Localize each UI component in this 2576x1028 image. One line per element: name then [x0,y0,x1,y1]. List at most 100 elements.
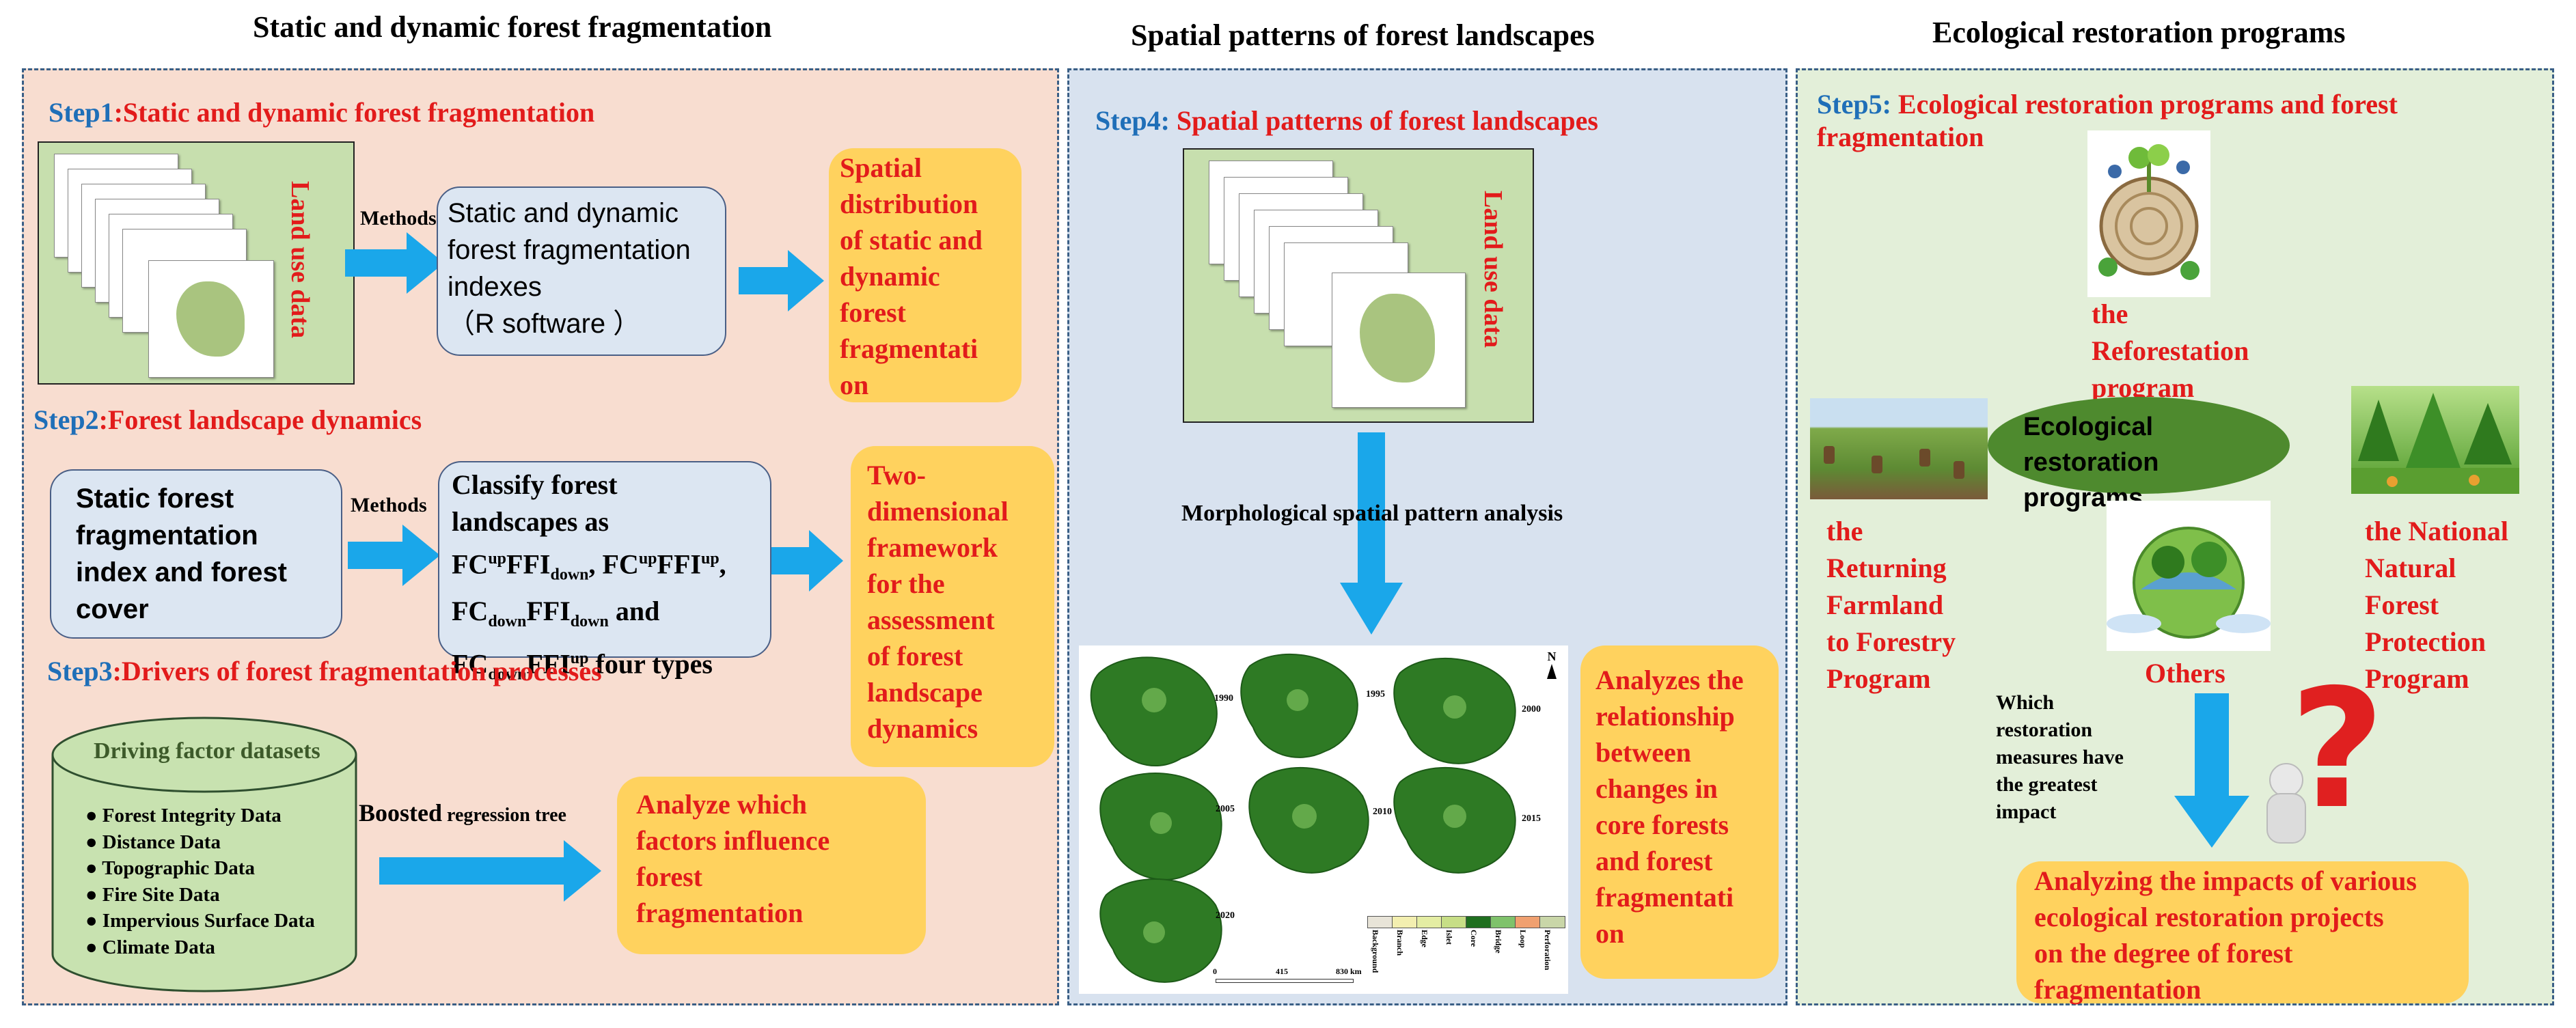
restoration-impacts-output: Analyzing the impacts of various ecologi… [2016,861,2469,1005]
legend-label: Edge [1420,930,1429,948]
step4-text: Spatial patterns of forest landscapes [1176,105,1598,136]
brt-end: tree [530,805,566,826]
comma: , [719,548,726,580]
fragmentation-indexes-box: Static and dynamic forest fragmentation … [437,186,726,356]
question-mark-icon: ? [2262,667,2385,852]
legend-swatch [1416,916,1442,928]
reforestation-illustration [2087,130,2210,297]
legend-swatch [1367,916,1393,928]
dataset-item: ● Distance Data [85,831,221,853]
methods-label-2: Methods [351,494,427,516]
sup-up: up [570,650,589,668]
classify-line: landscapes as [452,506,609,537]
output-line: on [840,370,869,400]
datasets-title: Driving factor datasets [94,738,320,764]
ffi-text: FFI [526,648,571,680]
legend-label: Perforation [1543,930,1552,971]
output-line: on the degree of forest [2034,938,2293,969]
driving-factor-datasets-cylinder: Driving factor datasets ● Forest Integri… [50,714,359,995]
output-line: dynamic [840,261,940,292]
input-line: index and forest [76,557,287,587]
legend-swatch [1515,916,1541,928]
output-line: dynamics [867,713,978,744]
globe-trees-icon [2107,527,2271,639]
sub-down: down [550,566,589,584]
output-line: changes in [1595,773,1718,804]
map-sheet-front [148,260,274,378]
step5-sep: : [1882,89,1891,120]
brt-big: Boosted [359,799,443,826]
classify-types-line-2: FCdownFFIdown and [452,593,758,640]
legend-label: Core [1469,930,1479,947]
land-use-label: Land use data [286,181,314,339]
output-line: forest [636,861,702,892]
cylinder-shape [51,717,357,992]
arrow-step2-methods [348,525,440,586]
legend-swatch [1539,916,1565,928]
scale-label: 415 [1276,967,1288,976]
step4-number: Step4 [1095,105,1161,136]
legend-label: Branch [1395,930,1405,956]
output-line: Spatial [840,152,922,183]
earth-globe-illustration [2107,501,2271,651]
step1-text: Static and dynamic forest fragmentation [122,97,595,128]
scale-bar-line [1216,979,1354,983]
mspa-result-maps: 1990 1995 2000 2005 2010 2015 2020 N Bac… [1079,645,1568,994]
step5-text: Ecological restoration programs and fore… [1897,89,2398,120]
brt-small: regression [442,805,530,826]
year-label: 2020 [1216,911,1235,921]
output-line: Two- [867,460,926,490]
fc-text: FC [452,548,489,580]
dataset-item: ● Forest Integrity Data [85,805,282,826]
influence-factors-output: Analyze which factors influence forest f… [617,777,926,954]
scale-bar: 0 415 830 km [1213,967,1362,990]
mspa-label: Morphological spatial pattern analysis [1181,501,1563,526]
header-restoration: Ecological restoration programs [1932,16,2346,49]
province-shape [1360,294,1435,383]
panel-fragmentation: Step1: Static and dynamic forest fragment… [22,68,1059,1005]
boosted-regression-tree-label: Boosted regression tree [359,798,566,827]
classify-line: Classify forest [452,469,618,500]
arrow-step3-output [379,840,601,902]
datasets-list: ● Forest Integrity Data ● Distance Data … [85,803,315,960]
year-label: 2010 [1373,807,1392,817]
indexes-line: indexes [448,272,542,302]
output-line: fragmentati [840,333,978,364]
step1-number: Step1 [49,97,114,128]
step1-title: Step1:Static and dynamic forest fragment… [49,96,594,128]
indexes-line: （R software ） [448,309,641,339]
figure-body [2266,793,2306,844]
dataset-item: ● Topographic Data [85,857,255,879]
legend-label: Background [1371,930,1380,973]
input-line: cover [76,594,149,624]
step3-sep: : [112,656,122,686]
output-line: assessment [867,605,995,635]
step5-title: Step5: Ecological restoration programs a… [1817,88,2541,154]
year-label: 2015 [1522,814,1541,824]
input-line: fragmentation [76,520,258,551]
four-types-text: four types [588,648,713,680]
output-line: for the [867,568,945,599]
arrow-step1-output [739,250,824,311]
step3-text: Drivers of forest fragmentation processe… [121,656,602,686]
header-spatial-patterns: Spatial patterns of forest landscapes [1131,18,1595,52]
step5-number: Step5 [1817,89,1882,120]
step3-number: Step3 [47,656,113,686]
step5-text-2: fragmentation [1817,122,1984,152]
output-line: between [1595,737,1691,768]
methods-label-1: Methods [360,207,437,230]
spatial-distribution-output: Spatial distribution of static and dynam… [829,148,1022,402]
year-label: 1995 [1366,689,1385,699]
step2-title: Step2:Forest landscape dynamics [33,404,422,436]
legend-swatch [1466,916,1492,928]
year-label: 2000 [1522,704,1541,714]
output-line: forest [840,297,906,328]
north-label: N [1547,650,1557,663]
output-line: dimensional [867,496,1009,527]
sub-down: down [488,613,527,631]
output-line: framework [867,532,998,563]
question-text: Which restoration measures have the grea… [1996,691,2124,823]
farmland-photo [1810,398,1988,499]
step2-text: Forest landscape dynamics [107,404,422,435]
dataset-item: ● Impervious Surface Data [85,910,315,932]
